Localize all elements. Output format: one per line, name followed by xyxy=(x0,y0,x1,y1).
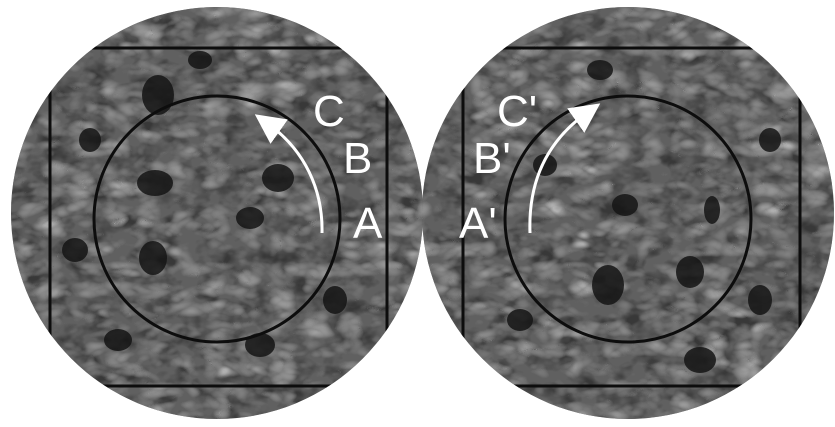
left-label-b: B xyxy=(343,134,372,183)
right-label-b: B' xyxy=(473,134,511,183)
right-micrograph: C' B' A' xyxy=(422,7,834,419)
right-label-a: A' xyxy=(459,199,497,248)
left-label-c: C xyxy=(313,87,345,136)
right-label-c: C' xyxy=(497,87,537,136)
left-micrograph: C B A xyxy=(11,7,423,419)
left-label-a: A xyxy=(353,199,383,248)
